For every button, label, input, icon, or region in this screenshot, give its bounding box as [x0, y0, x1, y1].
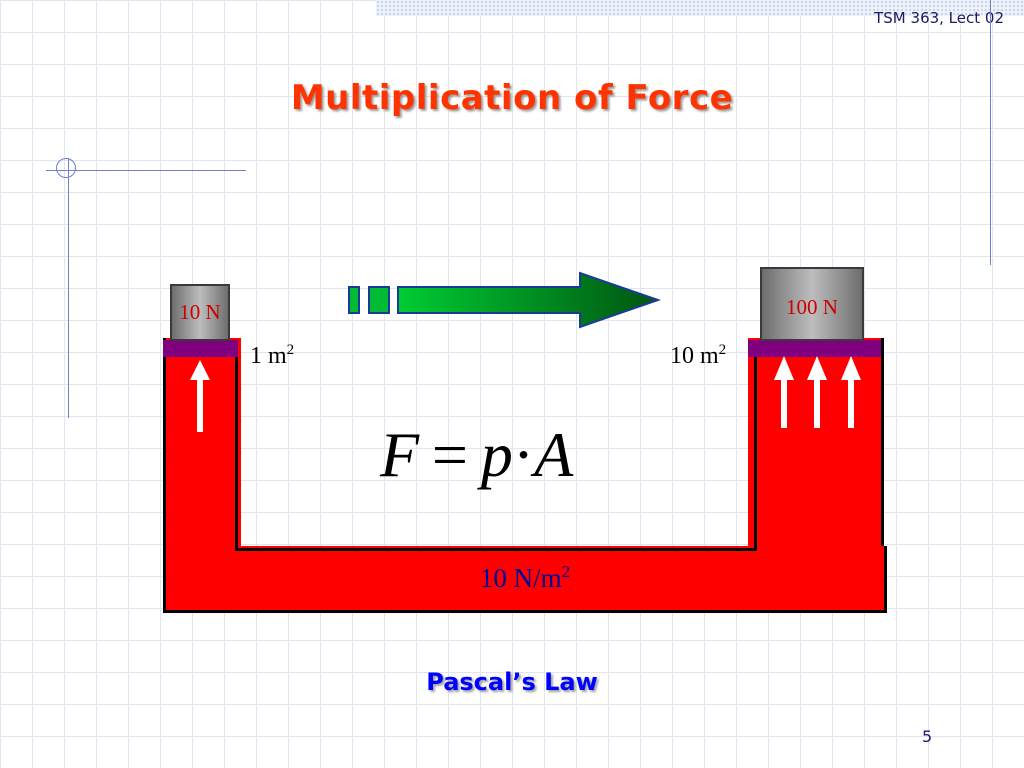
- page-number: 5: [922, 727, 933, 746]
- force-formula: F = p·A: [380, 418, 573, 492]
- fluid-channel-bottom: [163, 546, 887, 613]
- formula-force: F: [380, 419, 420, 490]
- large-weight: 100 N: [760, 267, 864, 341]
- small-weight: 10 N: [170, 284, 230, 341]
- small-weight-label: 10 N: [179, 300, 221, 324]
- large-area-label: 10 m2: [670, 342, 726, 370]
- decorative-circle: [56, 158, 76, 178]
- small-area-exponent: 2: [286, 342, 295, 358]
- large-weight-label: 100 N: [786, 295, 838, 319]
- formula-equals: =: [431, 419, 468, 490]
- up-arrow-icon: [190, 356, 861, 432]
- decorative-line-right: [990, 0, 991, 265]
- pascals-law-caption: Pascal’s Law: [426, 668, 598, 696]
- formula-area: A: [534, 419, 574, 490]
- slide-title: Multiplication of Force: [290, 78, 734, 118]
- formula-pressure: p: [480, 419, 513, 490]
- large-piston: [748, 340, 881, 357]
- large-area-value: 10 m: [670, 343, 719, 369]
- formula-dot: ·: [512, 419, 535, 490]
- decorative-line-left: [68, 158, 69, 418]
- large-area-exponent: 2: [718, 342, 727, 358]
- small-piston: [163, 340, 238, 357]
- pressure-value: 10 N/m: [479, 563, 562, 593]
- lecture-label: TSM 363, Lect 02: [874, 9, 1004, 27]
- small-area-label: 1 m2: [250, 342, 294, 370]
- pressure-exponent: 2: [561, 562, 571, 581]
- pressure-label: 10 N/m2: [163, 562, 887, 594]
- flow-arrow-icon: [348, 271, 662, 329]
- tube-inner-wall: [235, 350, 757, 551]
- decorative-line-horizontal: [46, 170, 246, 171]
- small-area-value: 1 m: [250, 343, 287, 369]
- top-decorative-band: [376, 0, 1024, 16]
